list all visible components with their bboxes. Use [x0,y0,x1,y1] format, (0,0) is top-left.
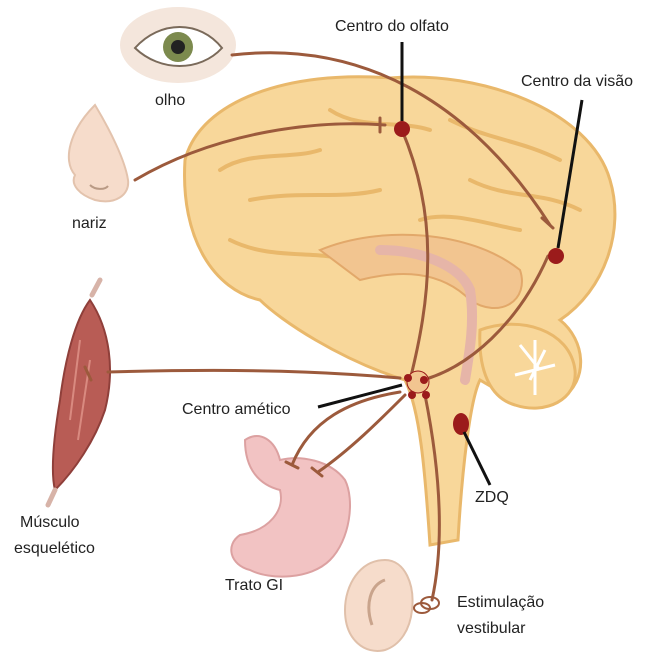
label-centro-olfato: Centro do olfato [335,17,449,37]
label-centro-ametico: Centro amético [182,400,291,420]
label-estimulacao-1: Estimulação [457,593,544,613]
ear-icon [345,560,413,651]
muscle-icon [48,280,110,505]
eye-icon [120,7,236,83]
brain-icon [185,77,615,545]
label-nariz: nariz [72,214,107,234]
vestibular-coil-icon [414,597,439,613]
label-trato-gi: Trato GI [225,576,283,596]
label-estimulacao-2: vestibular [457,619,525,639]
label-centro-visao: Centro da visão [521,72,633,92]
nose-icon [69,105,128,201]
stomach-icon [231,436,350,576]
label-olho: olho [155,91,185,111]
label-zdq: ZDQ [475,488,509,508]
ctz-dot [453,413,469,435]
label-musculo-2: esquelético [14,539,95,559]
visual-center-dot [548,248,564,264]
label-musculo-1: Músculo [20,513,80,533]
olfactory-center-dot [394,121,410,137]
